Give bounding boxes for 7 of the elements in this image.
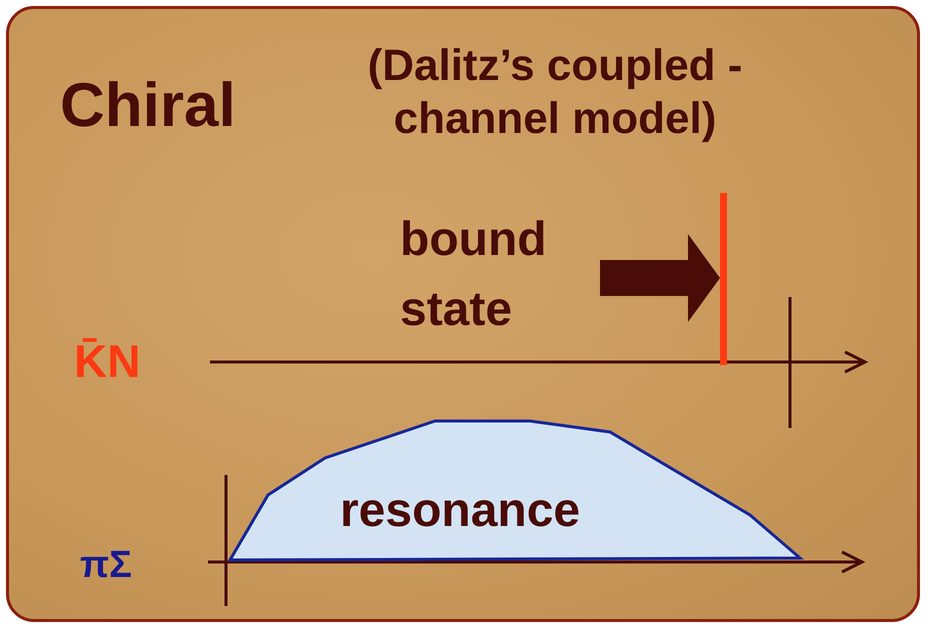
title: Chiral <box>60 70 236 141</box>
node-text: bound state <box>400 212 548 338</box>
subtitle: (Dalitz’s coupled -channel model) <box>366 40 744 145</box>
arrow <box>600 234 720 322</box>
node-text: resonance <box>340 483 580 539</box>
channel-label: πΣ <box>80 544 132 587</box>
channel-label: K̄N <box>74 334 140 388</box>
